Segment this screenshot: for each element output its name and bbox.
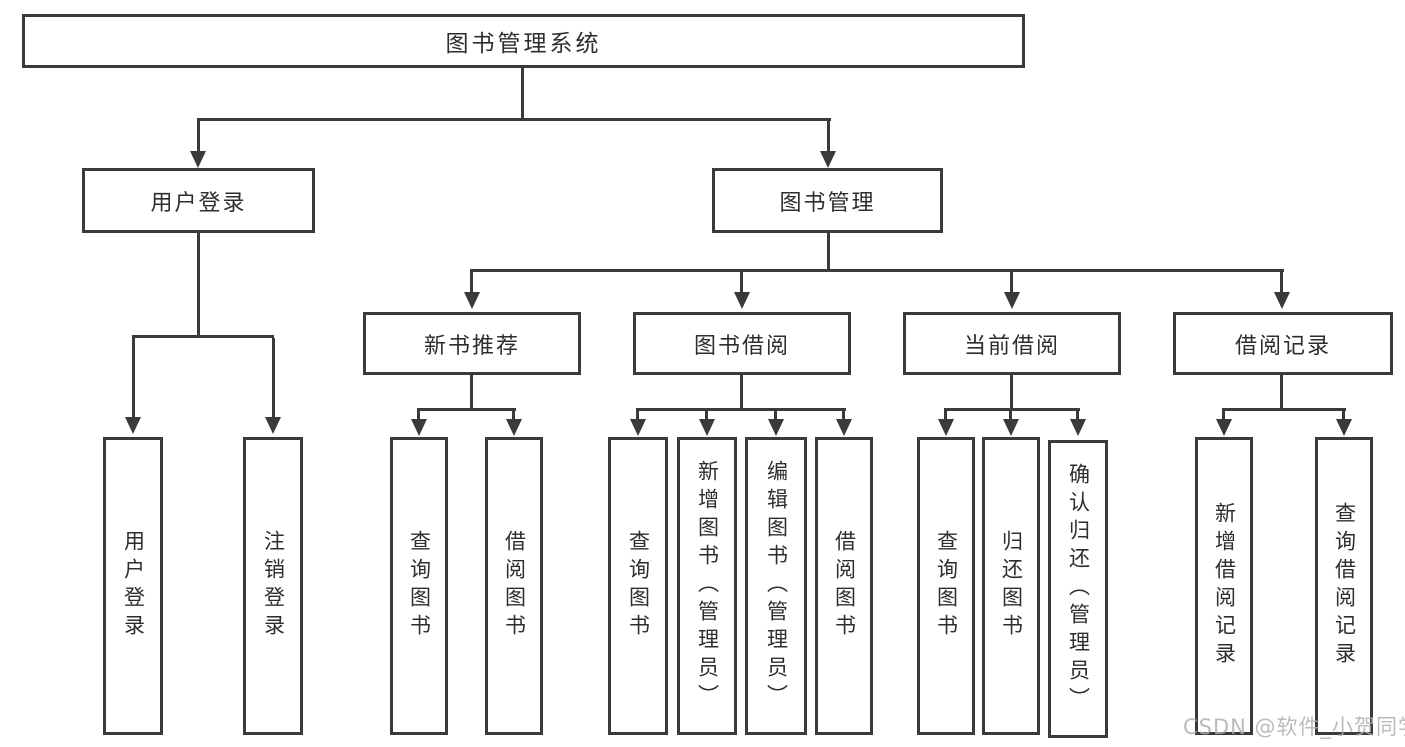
connector-line <box>470 375 473 408</box>
node-label: 图书借阅 <box>693 333 790 359</box>
node-label: 确认归还（管理员） <box>1066 463 1091 715</box>
connector-line <box>512 411 515 420</box>
node-label: 用户登录 <box>121 530 146 642</box>
node-current-borrowing: 当前借阅 <box>903 312 1121 375</box>
connector-line <box>944 408 1080 411</box>
node-label: 编辑图书（管理员） <box>764 460 789 712</box>
arrow-down-icon <box>1004 292 1020 309</box>
arrow-down-icon <box>820 151 836 168</box>
node-user-login-leaf: 用户登录 <box>103 437 163 735</box>
arrow-down-icon <box>836 419 852 436</box>
arrow-down-icon <box>506 419 522 436</box>
connector-line <box>1009 411 1012 420</box>
csdn-watermark: CSDN @软件_小贺同学 <box>1183 715 1405 739</box>
connector-line <box>197 121 200 151</box>
connector-line <box>740 272 743 293</box>
arrow-down-icon <box>190 151 206 168</box>
node-query-books-current: 查询图书 <box>917 437 975 735</box>
node-library-management-system: 图书管理系统 <box>22 14 1025 68</box>
node-label: 新书推荐 <box>423 333 520 359</box>
arrow-down-icon <box>125 417 141 434</box>
arrow-down-icon <box>265 417 281 434</box>
node-add-borrow-record: 新增借阅记录 <box>1195 437 1253 735</box>
connector-line <box>1076 411 1079 420</box>
arrow-down-icon <box>630 419 646 436</box>
connector-line <box>197 118 831 121</box>
arrow-down-icon <box>411 419 427 436</box>
node-label: 新增借阅记录 <box>1212 502 1237 670</box>
node-add-books-admin: 新增图书（管理员） <box>677 437 737 735</box>
node-label: 图书管理 <box>779 190 876 216</box>
node-label: 借阅图书 <box>832 530 857 642</box>
node-label: 查询图书 <box>407 530 432 642</box>
connector-line <box>636 408 846 411</box>
node-user-login: 用户登录 <box>82 168 315 233</box>
connector-line <box>417 408 516 411</box>
node-edit-books-admin: 编辑图书（管理员） <box>745 437 807 735</box>
node-return-books: 归还图书 <box>982 437 1040 735</box>
arrow-down-icon <box>1274 292 1290 309</box>
connector-line <box>944 411 947 420</box>
node-label: 查询图书 <box>626 530 651 642</box>
connector-line <box>470 269 1284 272</box>
connector-line <box>132 338 135 417</box>
node-label: 借阅记录 <box>1234 333 1331 359</box>
node-label: 用户登录 <box>150 190 247 216</box>
node-label: 注销登录 <box>261 530 286 642</box>
connector-line <box>1280 272 1283 293</box>
node-query-books-recommend: 查询图书 <box>390 437 448 735</box>
node-book-borrowing: 图书借阅 <box>633 312 851 375</box>
arrow-down-icon <box>1070 419 1086 436</box>
arrow-down-icon <box>1336 419 1352 436</box>
node-confirm-return-admin: 确认归还（管理员） <box>1048 440 1108 738</box>
node-label: 查询图书 <box>934 530 959 642</box>
node-label: 新增图书（管理员） <box>695 460 720 712</box>
node-borrow-books-recommend: 借阅图书 <box>485 437 543 735</box>
connector-line <box>1342 411 1345 420</box>
node-borrow-books: 借阅图书 <box>815 437 873 735</box>
connector-line <box>636 411 639 420</box>
arrow-down-icon <box>464 292 480 309</box>
connector-line <box>1010 272 1013 293</box>
node-query-borrow-record: 查询借阅记录 <box>1315 437 1373 735</box>
connector-line <box>827 233 830 269</box>
node-new-book-recommend: 新书推荐 <box>363 312 581 375</box>
connector-line <box>740 375 743 408</box>
node-query-books-borrowing: 查询图书 <box>608 437 668 735</box>
arrow-down-icon <box>1216 419 1232 436</box>
node-label: 图书管理系统 <box>445 31 602 57</box>
arrow-down-icon <box>734 292 750 309</box>
connector-line <box>842 411 845 420</box>
arrow-down-icon <box>938 419 954 436</box>
connector-line <box>197 233 200 335</box>
connector-line <box>132 335 274 338</box>
node-label: 归还图书 <box>999 530 1024 642</box>
connector-line <box>272 338 275 417</box>
node-borrowing-records: 借阅记录 <box>1173 312 1393 375</box>
arrow-down-icon <box>1003 419 1019 436</box>
node-label: 借阅图书 <box>502 530 527 642</box>
node-logout: 注销登录 <box>243 437 303 735</box>
connector-line <box>1222 408 1346 411</box>
connector-line <box>470 272 473 293</box>
connector-line <box>827 121 830 151</box>
node-book-management: 图书管理 <box>712 168 943 233</box>
node-label: 查询借阅记录 <box>1332 502 1357 670</box>
connector-line <box>1280 375 1283 408</box>
node-label: 当前借阅 <box>963 333 1060 359</box>
connector-line <box>1010 375 1013 408</box>
connector-line <box>521 68 524 118</box>
connector-line <box>774 411 777 420</box>
connector-line <box>1222 411 1225 420</box>
arrow-down-icon <box>768 419 784 436</box>
arrow-down-icon <box>699 419 715 436</box>
connector-line <box>705 411 708 420</box>
connector-line <box>417 411 420 420</box>
